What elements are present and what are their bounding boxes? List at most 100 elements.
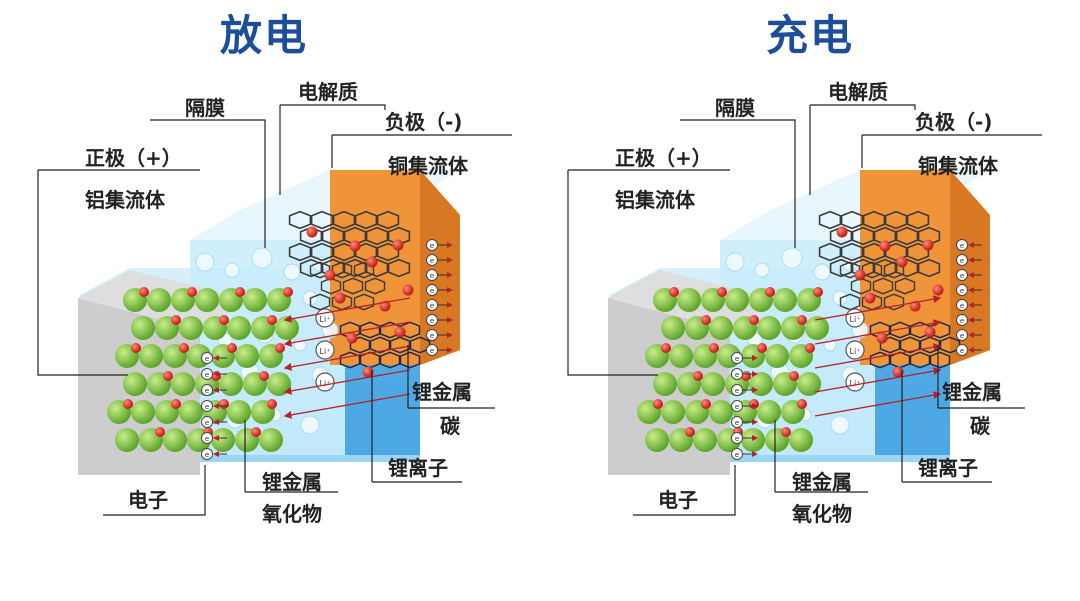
lithium-ion-label: 锂离子 — [918, 456, 978, 480]
lithium-atom — [892, 366, 904, 378]
electron-dot — [201, 352, 213, 364]
metal-oxide-particle — [243, 288, 267, 312]
metal-oxide-particle — [797, 372, 821, 396]
graphite-hexagon — [309, 261, 331, 279]
electron-symbol: e — [205, 419, 209, 427]
electron-symbol: e — [960, 302, 964, 310]
electron-symbol: e — [430, 257, 434, 265]
lithium-atom — [864, 292, 876, 304]
electron-dot — [426, 239, 438, 251]
metal-oxide-particle — [123, 372, 147, 396]
lithium-atom — [896, 256, 908, 268]
lithium-ion-arrow — [283, 321, 411, 347]
electron-symbol: e — [735, 355, 739, 363]
lithium-ion-arrow — [814, 343, 942, 369]
electron-symbol: e — [735, 419, 739, 427]
separator-pore — [781, 247, 803, 269]
lithium-atom — [324, 269, 336, 281]
metal-oxide-particle — [725, 288, 749, 312]
electron-dot — [426, 284, 438, 296]
lithium-atom — [139, 287, 149, 297]
graphite-hexagon — [839, 261, 861, 279]
electron-symbol: e — [735, 435, 739, 443]
copper-collector-side — [420, 170, 460, 365]
lithium-atom — [267, 399, 277, 409]
graphite-hexagon — [839, 293, 861, 311]
electron-symbol: e — [205, 355, 209, 363]
separator-label: 隔膜 — [185, 96, 225, 120]
electron-dot — [956, 314, 968, 326]
metal-oxide-particle — [275, 316, 299, 340]
lithium-atom — [781, 427, 791, 437]
electron-symbol: e — [430, 332, 434, 340]
electron-symbol: e — [960, 287, 964, 295]
electron-symbol: e — [430, 317, 434, 325]
electron-dot — [426, 254, 438, 266]
graphite-hexagon — [818, 210, 842, 230]
metal-oxide-particle — [195, 288, 219, 312]
electron-dot — [956, 284, 968, 296]
electron-dot — [731, 368, 743, 380]
lithium-atom — [749, 315, 759, 325]
separator-leader — [680, 119, 796, 248]
graphite-hexagon — [829, 226, 853, 246]
electron-symbol: e — [735, 403, 739, 411]
lithium-atom — [765, 287, 775, 297]
lithium-atom — [693, 371, 703, 381]
lithium-atom — [813, 287, 823, 297]
carbon-label: 碳 — [440, 414, 460, 438]
lithium-atom — [749, 399, 759, 409]
lithium-ion-symbol: Li⁺ — [320, 379, 331, 388]
lithium-atom — [171, 399, 181, 409]
graphite-hexagon — [909, 351, 931, 369]
graphite-hexagon — [409, 336, 431, 354]
graphite-hexagon — [364, 277, 386, 295]
graphite-hexagon — [872, 277, 894, 295]
electron-symbol: e — [205, 387, 209, 395]
electron-dot — [201, 384, 213, 396]
electron-dot — [956, 269, 968, 281]
electrolyte-leader-top — [810, 104, 916, 110]
metal-oxide-particle — [645, 428, 669, 452]
aluminum-collector-label: 铝集流体 — [85, 188, 165, 212]
graphite-hexagon — [342, 277, 364, 295]
graphite-hexagon — [376, 210, 400, 230]
lithium-ion-arrow — [283, 297, 411, 323]
lithium-metal-oxide-label: 锂金属 — [792, 470, 852, 494]
electron-symbol: e — [205, 435, 209, 443]
positive-leader — [567, 170, 658, 376]
lithium-atom — [131, 343, 141, 353]
electron-dot — [956, 344, 968, 356]
graphite-hexagon — [884, 210, 908, 230]
graphite-hexagon — [939, 336, 961, 354]
electron-dot — [426, 344, 438, 356]
metal-oxide-particle — [757, 400, 781, 424]
metal-oxide-particle — [693, 428, 717, 452]
electron-dot — [956, 329, 968, 341]
graphite-hexagon — [850, 277, 872, 295]
lithium-atom — [163, 371, 173, 381]
lithium-atom — [797, 315, 807, 325]
graphite-hexagon — [869, 351, 891, 369]
electron-dot — [201, 400, 213, 412]
electron-symbol: e — [735, 451, 739, 459]
metal-oxide-particle — [661, 400, 685, 424]
separator-pore — [725, 252, 745, 272]
metal-oxide-particle — [669, 344, 693, 368]
electron-dot — [956, 299, 968, 311]
electrolyte-label: 电解质 — [298, 80, 358, 104]
graphite-hexagon — [332, 210, 356, 230]
lithium-ion-symbol: Li⁺ — [850, 315, 861, 324]
graphite-hexagon — [299, 226, 323, 246]
lithium-atom — [349, 240, 361, 252]
graphite-hexagon — [353, 293, 375, 311]
metal-oxide-particle — [789, 428, 813, 452]
electron-symbol: e — [735, 387, 739, 395]
negative-electrode-label: 负极（-) — [915, 110, 993, 134]
lithium-ion-badge — [845, 340, 865, 360]
electron-symbol: e — [430, 272, 434, 280]
metal-oxide-particle — [749, 372, 773, 396]
lithium-ion-badge — [845, 372, 865, 392]
lithium-metal-carbon-label: 锂金属 — [942, 380, 1002, 404]
